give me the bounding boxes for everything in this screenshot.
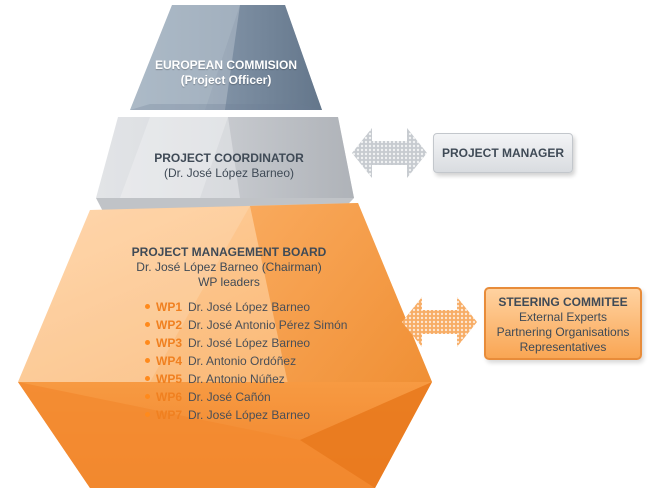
board-members: WP leaders	[198, 275, 260, 289]
steering-committee-line: Partnering Organisations	[496, 325, 630, 339]
wp-leader: Dr. José Cañón	[188, 390, 271, 404]
list-item: WP2 Dr. José Antonio Pérez Simón	[145, 317, 347, 333]
steering-double-arrow	[402, 297, 477, 347]
list-item: WP7 Dr. José López Barneo	[145, 407, 310, 423]
wp-leader: Dr. Antonio Núñez	[188, 372, 285, 386]
wp-code: WP7	[156, 408, 183, 422]
list-item: WP4 Dr. Antonio Ordóñez	[145, 353, 296, 369]
wp-code: WP4	[156, 354, 183, 368]
steering-committee-line: External Experts	[518, 310, 608, 324]
bullet-icon	[145, 304, 150, 310]
steering-committee-title: STEERING COMMITEE	[498, 295, 628, 309]
wp-leader: Dr. José López Barneo	[188, 300, 311, 314]
wp-leader: Dr. José Antonio Pérez Simón	[188, 318, 348, 332]
board-chairman: Dr. José López Barneo (Chairman)	[136, 260, 322, 274]
wp-code: WP5	[156, 372, 183, 386]
bullet-icon	[145, 358, 150, 364]
wp-leader: Dr. José López Barneo	[188, 336, 311, 350]
steering-committee-line: Representatives	[519, 340, 607, 354]
project-manager-label: PROJECT MANAGER	[441, 146, 564, 160]
bullet-icon	[145, 394, 150, 400]
coordinator-title: PROJECT COORDINATOR	[154, 151, 304, 165]
wp-code: WP3	[156, 336, 183, 350]
bullet-icon	[145, 322, 150, 328]
manager-double-arrow	[352, 128, 427, 178]
bullet-icon	[145, 412, 150, 418]
coordinator-subtitle: (Dr. José López Barneo)	[163, 166, 295, 180]
list-item: WP1 Dr. José López Barneo	[145, 299, 310, 315]
list-item: WP5 Dr. Antonio Núñez	[145, 371, 285, 387]
project-manager-box: PROJECT MANAGER	[433, 133, 573, 173]
wp-code: WP2	[156, 318, 183, 332]
wp-leader: Dr. José López Barneo	[188, 408, 311, 422]
steering-committee-box: STEERING COMMITEE External Experts Partn…	[484, 287, 642, 360]
commission-level	[130, 5, 322, 110]
coordinator-level	[96, 117, 354, 225]
wp-code: WP1	[156, 300, 183, 314]
commission-subtitle: (Project Officer)	[180, 73, 272, 87]
board-level	[18, 203, 432, 488]
wp-code: WP6	[156, 390, 183, 404]
board-title: PROJECT MANAGEMENT BOARD	[131, 245, 327, 259]
wp-leader: Dr. Antonio Ordóñez	[188, 354, 297, 368]
bullet-icon	[145, 376, 150, 382]
commission-title: EUROPEAN COMMISION	[154, 58, 297, 72]
bullet-icon	[145, 340, 150, 346]
list-item: WP3 Dr. José López Barneo	[145, 335, 310, 351]
list-item: WP6 Dr. José Cañón	[145, 389, 271, 405]
